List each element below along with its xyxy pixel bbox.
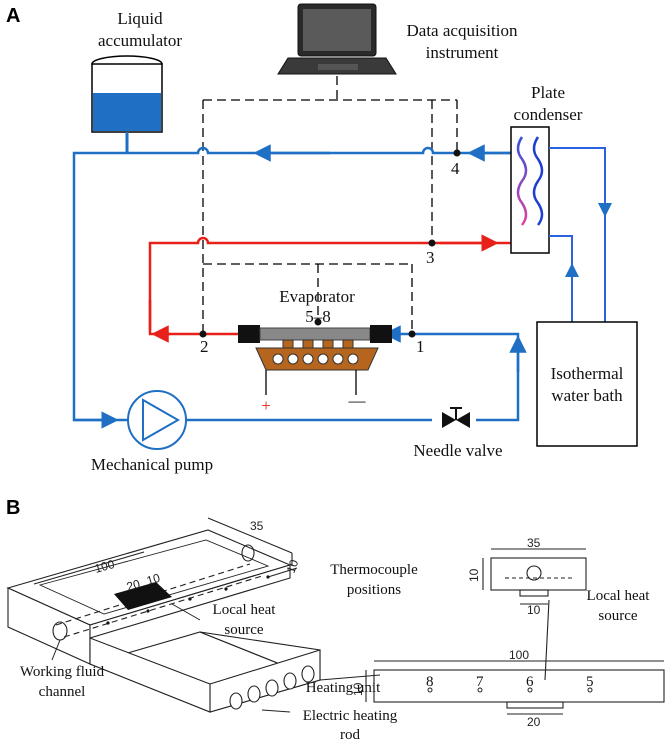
data-wires xyxy=(202,76,458,334)
point-2-label: 2 xyxy=(200,337,209,356)
local-heat-right-label-2: source xyxy=(598,608,637,624)
iso-dim-35: 35 xyxy=(250,519,264,533)
panel-b-letter: B xyxy=(6,497,20,519)
needle-valve-label: Needle valve xyxy=(413,441,502,460)
blue-return-line xyxy=(72,144,527,429)
thermocouple-label-1: Thermocouple xyxy=(330,562,418,578)
working-fluid-label-2: channel xyxy=(39,684,86,700)
water-bath-lines xyxy=(549,147,612,322)
laptop-icon xyxy=(277,3,397,75)
water-bath-label-1: Isothermal xyxy=(551,364,624,383)
isometric-heat-sink xyxy=(6,517,322,713)
side-dim-10a: 10 xyxy=(467,568,481,582)
mechanical-pump-icon xyxy=(127,390,187,450)
tc-label-8: 8 xyxy=(426,674,434,690)
projection-views xyxy=(365,548,665,715)
iso-dim-10a: 10 xyxy=(284,557,302,575)
liquid-accumulator-label-1: Liquid xyxy=(117,9,163,28)
liquid-accumulator xyxy=(91,55,163,152)
local-heat-right-label-1: Local heat xyxy=(587,588,651,604)
local-heat-source-block xyxy=(114,582,172,610)
tc-label-5: 5 xyxy=(586,674,594,690)
side-dim-10c: 10 xyxy=(351,682,365,696)
point-4-label: 4 xyxy=(451,159,460,178)
tc-points xyxy=(427,687,593,693)
condenser-label-2: condenser xyxy=(514,105,583,124)
water-bath-label-2: water bath xyxy=(551,386,623,405)
needle-valve-icon xyxy=(442,407,470,428)
pump-label: Mechanical pump xyxy=(91,455,213,474)
evaporator-label: Evaporator xyxy=(279,287,355,306)
tc-label-7: 7 xyxy=(476,674,484,690)
iso-dim-10b: 10 xyxy=(145,571,162,588)
iso-dim-100: 100 xyxy=(93,557,116,576)
minus-terminal: — xyxy=(348,391,367,410)
side-dim-100: 100 xyxy=(509,648,529,662)
point-1-label: 1 xyxy=(416,337,425,356)
panel-a-letter: A xyxy=(6,5,20,27)
heating-unit-label: Heating unit xyxy=(306,680,381,696)
plus-terminal: + xyxy=(261,396,271,415)
daq-label-1: Data acquisition xyxy=(407,21,518,40)
evaporator-points-label: 5–8 xyxy=(305,307,331,326)
side-dim-10b: 10 xyxy=(527,603,541,617)
isothermal-water-bath xyxy=(536,321,638,447)
iso-dim-20: 20 xyxy=(125,577,142,594)
local-heat-left-label-1: Local heat xyxy=(213,602,277,618)
measurement-points xyxy=(199,149,461,338)
leader-lines xyxy=(51,567,381,713)
point-3-label: 3 xyxy=(426,248,435,267)
plate-condenser xyxy=(510,126,550,254)
working-fluid-label-1: Working fluid xyxy=(20,664,105,680)
liquid-accumulator-label-2: accumulator xyxy=(98,31,182,50)
electric-heating-rods xyxy=(229,665,315,710)
local-heat-left-label-2: source xyxy=(224,622,263,638)
thermocouple-label-2: positions xyxy=(347,582,401,598)
side-dim-20: 20 xyxy=(527,715,541,729)
electric-rod-label-1: Electric heating xyxy=(303,708,398,724)
evaporator xyxy=(238,318,392,395)
electric-rod-label-2: rod xyxy=(340,727,360,743)
red-vapor-line xyxy=(148,234,511,343)
side-dim-35: 35 xyxy=(527,536,541,550)
daq-label-2: instrument xyxy=(426,43,499,62)
thermocouple-dots xyxy=(106,575,270,625)
condenser-label-1: Plate xyxy=(531,83,565,102)
tc-label-6: 6 xyxy=(526,674,534,690)
